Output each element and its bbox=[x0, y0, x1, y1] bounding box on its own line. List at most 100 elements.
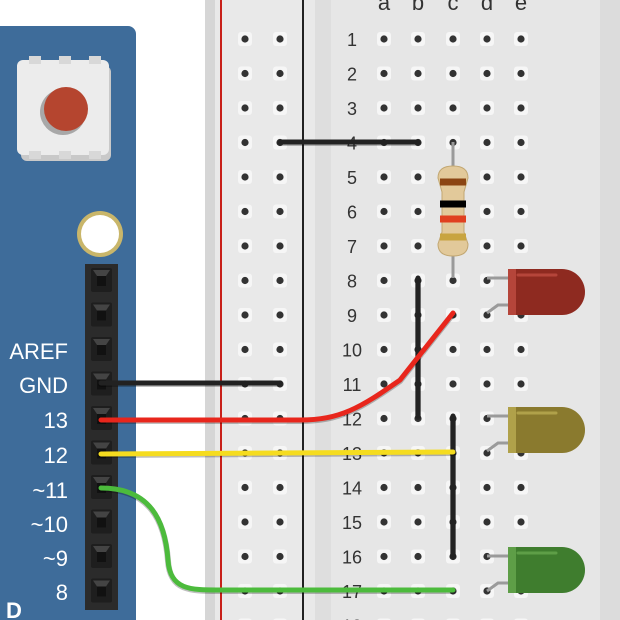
terminal-hole-socket bbox=[483, 104, 491, 112]
terminal-hole-socket bbox=[449, 276, 457, 285]
terminal-hole-socket bbox=[483, 207, 491, 216]
row-label: 16 bbox=[342, 548, 362, 568]
terminal-hole-socket bbox=[380, 518, 388, 526]
terminal-hole-socket bbox=[380, 380, 388, 388]
terminal-hole-socket bbox=[517, 242, 525, 250]
rail-hole-positive-socket bbox=[241, 138, 249, 147]
terminal-hole-socket bbox=[517, 138, 525, 147]
terminal-hole-socket bbox=[414, 552, 422, 561]
row-label: 6 bbox=[347, 203, 357, 223]
terminal-hole-socket bbox=[414, 483, 422, 492]
header-pin-socket bbox=[97, 586, 106, 597]
rail-hole-negative-socket bbox=[276, 276, 284, 285]
yellow-led[interactable] bbox=[486, 407, 585, 453]
rail-hole-positive-socket bbox=[241, 345, 249, 354]
rail-hole-negative-socket bbox=[276, 345, 284, 354]
header-pin-bevel bbox=[93, 477, 110, 483]
rail-hole-negative-socket bbox=[276, 173, 284, 181]
terminal-hole-socket bbox=[483, 69, 491, 78]
led-rim bbox=[508, 407, 516, 453]
terminal-hole-socket bbox=[483, 138, 491, 147]
reset-button-cap bbox=[44, 87, 88, 131]
terminal-hole-socket bbox=[380, 552, 388, 561]
terminal-hole-socket bbox=[483, 173, 491, 181]
row-label: 14 bbox=[342, 479, 362, 499]
terminal-hole-socket bbox=[483, 345, 491, 354]
column-label-e: e bbox=[515, 0, 527, 15]
row-label: 15 bbox=[342, 513, 362, 533]
row-label: 2 bbox=[347, 65, 357, 85]
header-pin-bevel bbox=[93, 339, 110, 345]
terminal-hole-socket bbox=[449, 380, 457, 388]
header-pin-bevel bbox=[93, 580, 110, 587]
row-label: 5 bbox=[347, 168, 357, 188]
terminal-hole-socket bbox=[483, 380, 491, 388]
breadboard-edge bbox=[205, 0, 215, 620]
terminal-hole-socket bbox=[517, 35, 525, 43]
terminal-hole-socket bbox=[449, 345, 457, 354]
reset-button-tab bbox=[89, 56, 101, 64]
led-cathode-lead bbox=[486, 581, 510, 593]
terminal-hole-socket bbox=[517, 104, 525, 112]
reset-button-tab bbox=[59, 151, 71, 159]
row-label: 18 bbox=[342, 617, 362, 620]
header-pin-bevel bbox=[93, 546, 110, 552]
rail-hole-positive-socket bbox=[241, 242, 249, 250]
header-pin-bevel bbox=[93, 304, 110, 311]
pin-label: ~9 bbox=[43, 546, 68, 571]
row-label: 9 bbox=[347, 306, 357, 326]
green-led[interactable] bbox=[486, 547, 585, 593]
resistor[interactable] bbox=[437, 142, 469, 278]
terminal-hole-socket bbox=[380, 483, 388, 492]
terminal-hole-socket bbox=[380, 173, 388, 181]
header-pin-socket bbox=[97, 345, 106, 355]
rail-hole-positive-socket bbox=[241, 518, 249, 526]
resistor-band bbox=[440, 215, 466, 223]
rail-hole-negative-socket bbox=[276, 518, 284, 526]
pin13-wire[interactable] bbox=[98, 310, 456, 423]
rail-hole-negative-socket bbox=[276, 35, 284, 43]
terminal-hole-socket bbox=[517, 69, 525, 78]
terminal-hole-socket bbox=[380, 414, 388, 423]
row-label: 11 bbox=[343, 375, 362, 395]
terminal-hole-socket bbox=[517, 207, 525, 216]
column-label-c: c bbox=[448, 0, 459, 15]
row-label: 3 bbox=[347, 99, 357, 119]
header-pin-socket bbox=[97, 552, 106, 562]
terminal-hole-socket bbox=[517, 173, 525, 181]
led-body bbox=[508, 269, 585, 315]
header-pins bbox=[91, 268, 112, 603]
row-label: 12 bbox=[342, 410, 362, 430]
terminal-hole-socket bbox=[380, 242, 388, 250]
rail-hole-positive-socket bbox=[241, 35, 249, 43]
rail-hole-positive-socket bbox=[241, 69, 249, 78]
pin12-wire[interactable] bbox=[98, 449, 456, 457]
pin-label: 8 bbox=[56, 580, 68, 605]
pin11-wire[interactable] bbox=[98, 485, 456, 593]
led-cathode-lead bbox=[486, 441, 510, 453]
rail-hole-positive-socket bbox=[241, 276, 249, 285]
rail-separator bbox=[315, 0, 331, 620]
resistor-band bbox=[440, 233, 466, 241]
rail-hole-positive-socket bbox=[241, 207, 249, 216]
reset-button-tab bbox=[29, 56, 41, 64]
red-led[interactable] bbox=[486, 269, 585, 315]
terminal-hole-socket bbox=[517, 345, 525, 354]
header-pin-bevel bbox=[93, 373, 110, 380]
pin-label: AREF bbox=[9, 339, 68, 364]
terminal-hole-socket bbox=[414, 173, 422, 181]
terminal-hole-socket bbox=[380, 104, 388, 112]
terminal-holes bbox=[377, 32, 528, 620]
pin-label: 12 bbox=[44, 443, 68, 468]
terminal-hole-socket bbox=[414, 35, 422, 43]
terminal-hole-socket bbox=[414, 104, 422, 112]
terminal-hole-socket bbox=[449, 35, 457, 43]
rail-hole-negative-socket bbox=[276, 242, 284, 250]
terminal-hole-socket bbox=[414, 69, 422, 78]
reset-button-tab bbox=[29, 151, 41, 159]
reset-button[interactable] bbox=[17, 56, 111, 161]
pin-label: ~10 bbox=[31, 512, 68, 537]
terminal-hole-socket bbox=[380, 311, 388, 319]
rail-hole-positive-socket bbox=[241, 173, 249, 181]
